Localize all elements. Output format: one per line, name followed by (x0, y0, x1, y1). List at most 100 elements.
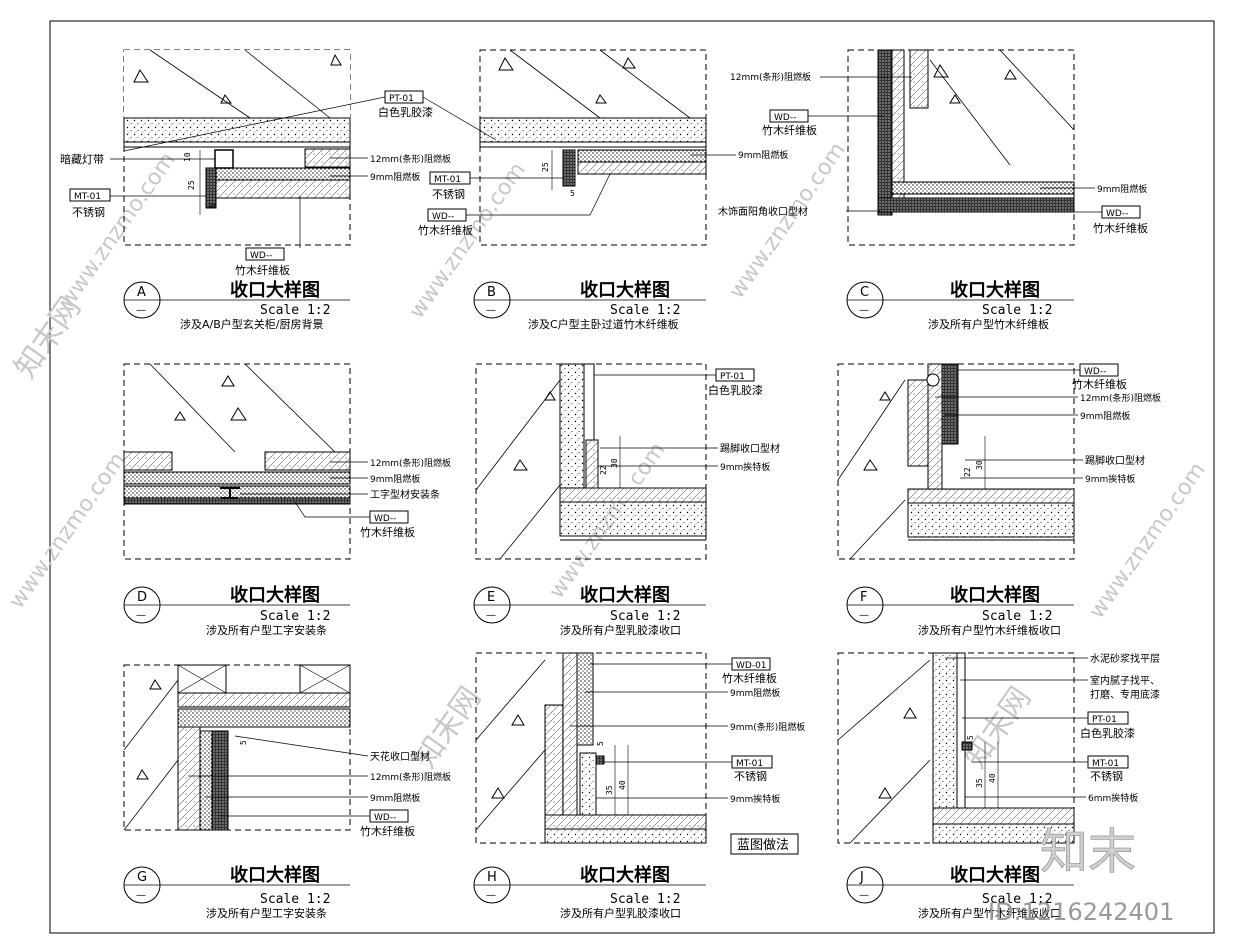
detail-a: 10 25 5 PT-01 白色乳胶漆 暗藏灯带 12mm(条形)阻燃板 9mm… (60, 49, 497, 331)
svg-text:—: — (486, 305, 496, 316)
label-f-skirting-profile: 踢脚收口型材 (1085, 454, 1145, 467)
label-a-12mm: 12mm(条形)阻燃板 (370, 153, 451, 165)
detail-c-desc: 涉及所有户型竹木纤维板 (928, 317, 1049, 331)
svg-text:—: — (486, 890, 496, 901)
label-j-latex: 白色乳胶漆 (1080, 726, 1135, 740)
svg-text:Scale 1:2: Scale 1:2 (610, 303, 680, 318)
label-j-mt01: MT-01 (1092, 759, 1119, 769)
label-h-9mm: 9mm阻燃板 (730, 687, 780, 699)
label-a-bamboo: 竹木纤维板 (235, 263, 290, 277)
svg-text:25: 25 (187, 180, 196, 190)
label-g-12mm: 12mm(条形)阻燃板 (370, 771, 451, 783)
svg-text:Scale 1:2: Scale 1:2 (982, 303, 1052, 318)
detail-d-title: 收口大样图 (230, 584, 320, 606)
svg-text:5: 5 (570, 189, 575, 198)
label-g-wd: WD-- (374, 813, 396, 823)
svg-text:22: 22 (963, 467, 972, 477)
blueprint-note: 蓝图做法 (737, 838, 789, 853)
detail-b: 25 5 9mm阻燃板 MT-01 不锈钢 WD-- 竹木纤维板 B — 收口大… (418, 49, 788, 331)
detail-b-desc: 涉及C户型主卧过道竹木纤维板 (528, 317, 679, 331)
label-a-latex: 白色乳胶漆 (378, 105, 433, 119)
svg-text:D: D (137, 590, 147, 605)
svg-text:25: 25 (541, 162, 550, 172)
detail-a-scale: Scale 1:2 (260, 303, 330, 318)
watermark-text-3: www.znzmo.com (724, 138, 850, 303)
svg-text:Scale 1:2: Scale 1:2 (260, 892, 330, 907)
watermark-brand-1: 知末网 (8, 291, 88, 385)
label-e-pt01: PT-01 (720, 372, 745, 382)
label-f-9mm: 9mm阻燃板 (1080, 410, 1130, 422)
label-a-9mm: 9mm阻燃板 (370, 171, 420, 183)
svg-text:J: J (859, 870, 864, 885)
label-j-pt01: PT-01 (1092, 715, 1117, 725)
detail-a-desc: 涉及A/B户型玄关柜/厨房背景 (180, 317, 323, 331)
watermark-text-1: www.znzmo.com (54, 148, 180, 313)
label-h-wd01: WD-01 (736, 661, 767, 671)
svg-text:—: — (859, 305, 869, 316)
label-b-wd: WD-- (432, 212, 454, 222)
label-j-putty-2: 打磨、专用底漆 (1090, 688, 1160, 701)
label-d-bamboo: 竹木纤维板 (360, 525, 415, 539)
detail-f-desc: 涉及所有户型竹木纤维板收口 (918, 623, 1061, 637)
svg-text:22: 22 (599, 465, 608, 475)
detail-c: 12mm(条形)阻燃板 WD-- 竹木纤维板 9mm阻燃板 木饰面阳角收口型材 … (718, 49, 1148, 331)
svg-text:Scale 1:2: Scale 1:2 (610, 609, 680, 624)
label-c-9mm: 9mm阻燃板 (1097, 183, 1147, 195)
svg-text:Scale 1:2: Scale 1:2 (982, 892, 1052, 907)
label-j-steel: 不锈钢 (1090, 770, 1123, 783)
detail-e-title: 收口大样图 (580, 584, 670, 606)
svg-text:—: — (136, 305, 146, 316)
detail-j-title: 收口大样图 (950, 864, 1040, 886)
svg-text:—: — (136, 890, 146, 901)
svg-text:—: — (136, 610, 146, 621)
svg-text:H: H (487, 870, 497, 885)
concrete-slab (124, 50, 350, 118)
label-g-ceiling-profile: 天花收口型材 (370, 750, 430, 763)
svg-text:30: 30 (975, 460, 984, 470)
detail-h-desc: 涉及所有户型乳胶漆收口 (560, 906, 681, 920)
label-a-steel: 不锈钢 (72, 206, 105, 219)
label-d-12mm: 12mm(条形)阻燃板 (370, 457, 451, 469)
label-c-bamboo-2: 竹木纤维板 (1093, 221, 1148, 235)
svg-text:5: 5 (596, 741, 605, 746)
detail-d-desc: 涉及所有户型工字安装条 (206, 623, 327, 637)
svg-text:E: E (487, 590, 495, 605)
detail-j-desc: 涉及所有户型竹木纤维板收口 (918, 906, 1061, 920)
label-j-6mm-board: 6mm挨特板 (1088, 792, 1138, 804)
svg-text:30: 30 (610, 458, 619, 468)
label-j-putty-1: 室内腻子找平、 (1090, 674, 1160, 687)
label-a-mt01: MT-01 (74, 192, 101, 202)
detail-e: 30 22 PT-01 白色乳胶漆 踢脚收口型材 9mm挨特板 E — 收口大样… (473, 363, 780, 637)
label-h-bamboo: 竹木纤维板 (722, 671, 777, 685)
detail-f-title: 收口大样图 (950, 584, 1040, 606)
detail-c-title: 收口大样图 (950, 279, 1040, 301)
label-f-bamboo: 竹木纤维板 (1072, 377, 1127, 391)
label-g-9mm: 9mm阻燃板 (370, 792, 420, 804)
label-b-mt01: MT-01 (434, 175, 461, 185)
svg-text:5: 5 (208, 203, 217, 208)
label-e-9mm-board: 9mm挨特板 (720, 461, 770, 473)
label-a-led-strip: 暗藏灯带 (60, 152, 104, 166)
label-e-latex: 白色乳胶漆 (708, 383, 763, 397)
blueprint-note-box (730, 833, 799, 855)
svg-text:—: — (859, 890, 869, 901)
label-a-wd: WD-- (250, 251, 272, 261)
sheet-border (49, 20, 1215, 934)
label-g-bamboo: 竹木纤维板 (360, 824, 415, 838)
watermark-text-4: www.znzmo.com (4, 448, 130, 613)
svg-text:G: G (137, 870, 147, 885)
brand-logo: 知末 (1040, 824, 1136, 880)
detail-e-desc: 涉及所有户型乳胶漆收口 (560, 623, 681, 637)
svg-text:40: 40 (618, 780, 627, 790)
svg-text:5: 5 (239, 740, 248, 745)
plaster-layer (123, 117, 351, 143)
detail-h: 5 35 40 WD-01 竹木纤维板 9mm阻燃板 9mm(条形)阻燃板 MT… (473, 652, 805, 920)
label-b-9mm: 9mm阻燃板 (738, 149, 788, 161)
label-e-skirting-profile: 踢脚收口型材 (720, 442, 780, 455)
svg-text:10: 10 (183, 152, 192, 162)
label-h-steel: 不锈钢 (734, 770, 767, 783)
svg-text:5: 5 (966, 735, 975, 740)
id-label: ID:1216242401 (988, 898, 1174, 926)
label-c-12mm: 12mm(条形)阻燃板 (730, 71, 811, 83)
svg-text:Scale 1:2: Scale 1:2 (610, 892, 680, 907)
